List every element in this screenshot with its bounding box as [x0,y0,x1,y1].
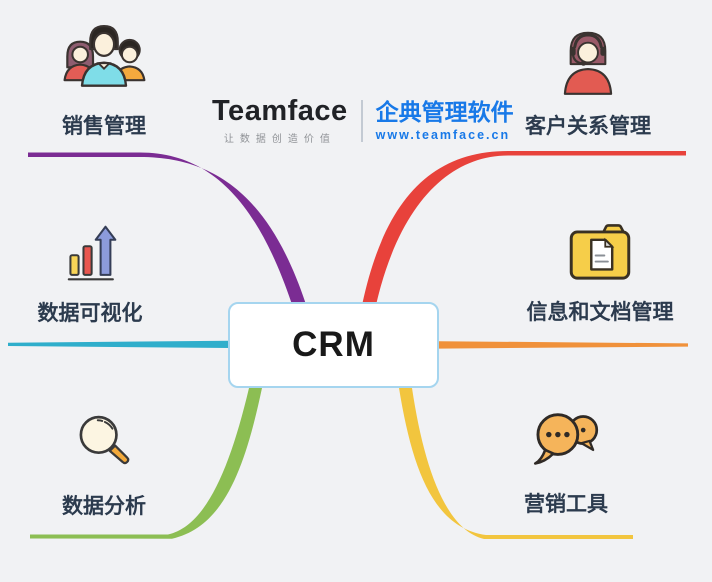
logo-brand-text: Teamface [212,95,348,127]
chat-bubbles-icon [528,408,604,472]
logo-website: www.teamface.cn [375,127,511,142]
support-agent-icon [555,20,621,100]
logo-divider [360,99,363,142]
node-customer-relationship: 客户关系管理 [510,20,666,140]
node-label-marketing: 营销工具 [524,493,608,516]
branch-info-docs [439,341,688,349]
node-label-dataviz: 数据可视化 [37,302,143,325]
node-sales-management: 销售管理 [26,20,182,140]
branch-sales [28,152,306,303]
node-info-docs: 信息和文档管理 [522,222,678,326]
node-label-analysis: 数据分析 [62,495,146,518]
branch-data-visualization [8,340,229,348]
magnifier-icon [72,410,136,474]
node-data-analysis: 数据分析 [26,410,182,520]
people-group-icon [60,20,148,100]
node-marketing-tools: 营销工具 [488,408,644,518]
teamface-logo: Teamface 让数据创造价值 企典管理软件 www.teamface.cn [212,95,514,146]
folder-document-icon [566,222,634,282]
logo-tagline: 让数据创造价值 [223,134,336,146]
central-topic-label: CRM [292,325,375,364]
logo-product-name: 企典管理软件 [375,98,514,125]
node-label-docs: 信息和文档管理 [526,301,674,324]
central-topic-crm: CRM [228,302,439,388]
bar-chart-icon [59,221,121,283]
node-label-customer: 客户关系管理 [525,115,651,138]
node-label-sales: 销售管理 [62,115,146,138]
node-data-visualization: 数据可视化 [12,221,168,327]
